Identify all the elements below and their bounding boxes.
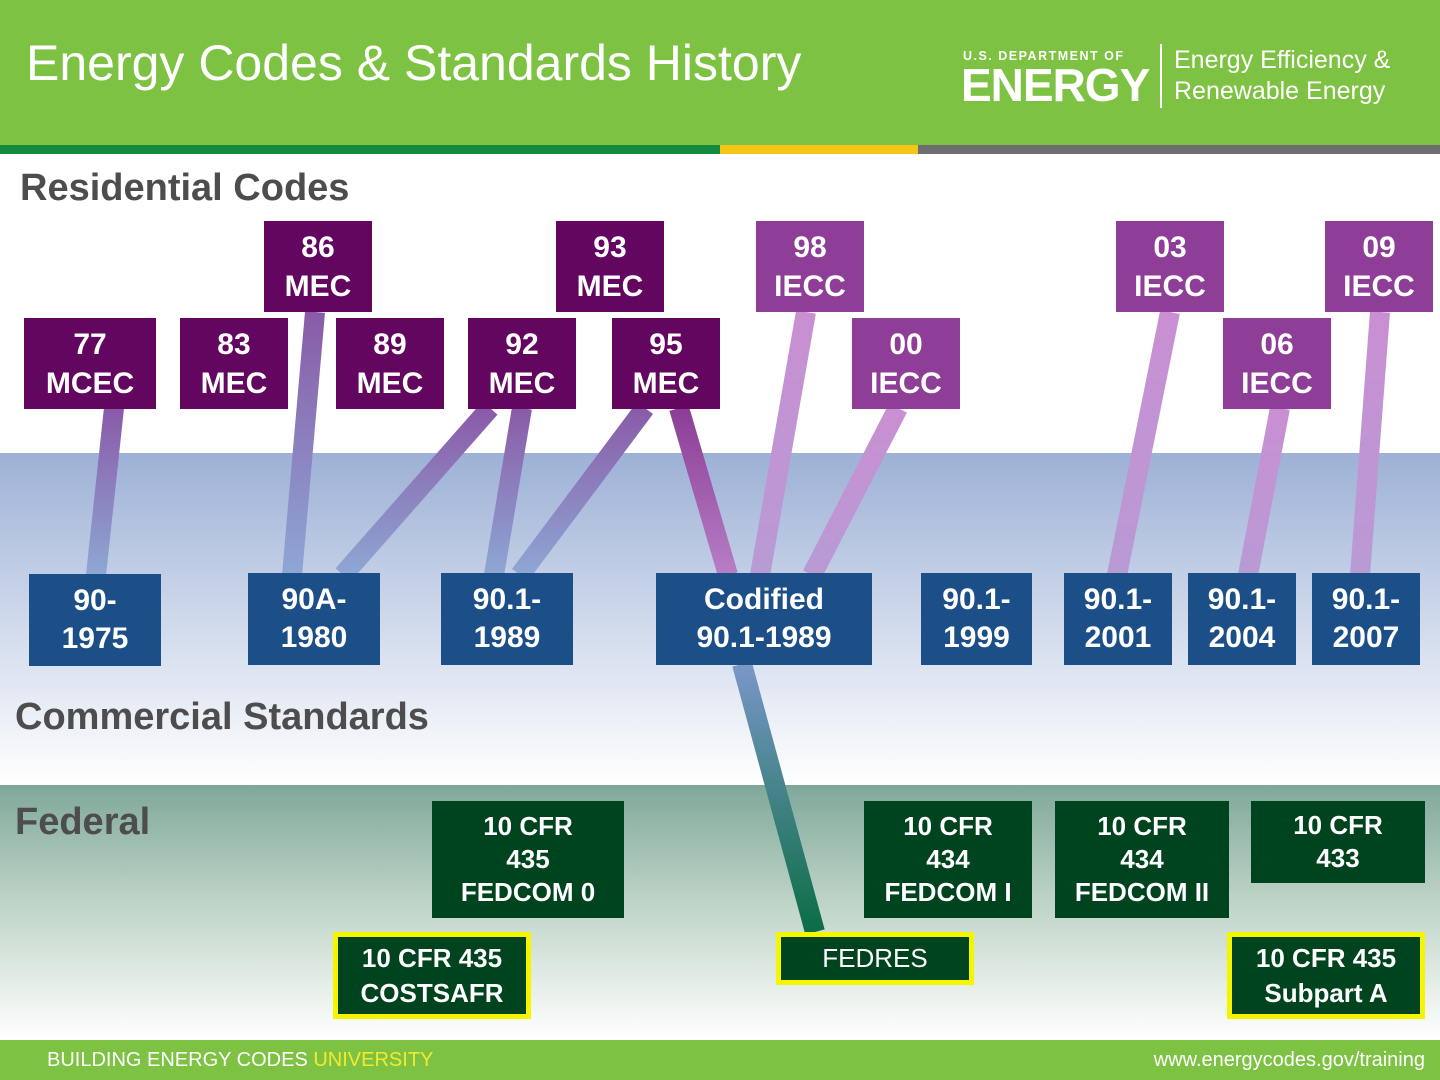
- page-title: Energy Codes & Standards History: [26, 35, 802, 91]
- connection-lines: [86, 310, 1390, 935]
- federal-rule-10cfr435-fedcom-0: 10 CFR 435 FEDCOM 0: [432, 801, 624, 918]
- commercial-standard-90-1-2001: 90.1- 2001: [1064, 573, 1172, 665]
- residential-code-09-iecc: 09 IECC: [1325, 221, 1433, 312]
- footer-brand-accent: UNIVERSITY: [313, 1049, 434, 1071]
- commercial-standard-90-1-2004: 90.1- 2004: [1188, 573, 1296, 665]
- federal-rule-10cfr433: 10 CFR 433: [1251, 801, 1425, 883]
- logo-office: Energy Efficiency & Renewable Energy: [1174, 45, 1390, 107]
- residential-code-95-mec: 95 MEC: [612, 318, 720, 409]
- residential-section-label: Residential Codes: [20, 167, 350, 209]
- residential-code-92-mec: 92 MEC: [468, 318, 576, 409]
- logo-divider: [1160, 44, 1162, 108]
- logo-office-line1: Energy Efficiency &: [1174, 46, 1391, 74]
- federal-rule-fedres: FEDRES: [776, 932, 974, 985]
- residential-code-00-iecc: 00 IECC: [852, 318, 960, 409]
- footer-bar: BUILDING ENERGY CODES UNIVERSITY www.ene…: [0, 1040, 1440, 1080]
- commercial-standard-90-1-2007: 90.1- 2007: [1312, 573, 1420, 665]
- header-bar: Energy Codes & Standards History U.S. DE…: [0, 0, 1440, 145]
- commercial-standard-90-1-1989: 90.1- 1989: [441, 573, 573, 665]
- residential-code-98-iecc: 98 IECC: [756, 221, 864, 312]
- link-95mec-to-90-1-1989: [511, 402, 654, 581]
- link-00iecc-to-codified: [803, 403, 907, 580]
- logo-office-line2: Renewable Energy: [1174, 77, 1386, 105]
- residential-code-77-mcec: 77 MCEC: [24, 318, 156, 409]
- footer-brand: BUILDING ENERGY CODES UNIVERSITY: [47, 1049, 433, 1072]
- link-98iecc-to-codified: [750, 310, 816, 577]
- link-86mec-to-90a-1980: [282, 311, 325, 576]
- commercial-standard-90-1-1999: 90.1- 1999: [921, 573, 1032, 665]
- residential-code-06-iecc: 06 IECC: [1223, 318, 1331, 409]
- commercial-standard-90-1975: 90- 1975: [29, 574, 161, 666]
- link-06iecc-to-90-1-2004: [1238, 406, 1290, 577]
- commercial-standard-90a-1980: 90A- 1980: [248, 573, 380, 665]
- residential-code-83-mec: 83 MEC: [180, 318, 288, 409]
- residential-code-86-mec: 86 MEC: [264, 221, 372, 312]
- logo-department-text: U.S. DEPARTMENT OF: [963, 49, 1125, 63]
- federal-section-label: Federal: [15, 801, 151, 843]
- link-77mcec-to-90-1975: [86, 406, 124, 577]
- link-09iecc-to-90-1-2007: [1350, 311, 1390, 576]
- footer-brand-main: BUILDING ENERGY CODES: [47, 1049, 314, 1071]
- federal-rule-10cfr434-fedcom-ii: 10 CFR 434 FEDCOM II: [1055, 801, 1229, 918]
- stripe-green: [0, 145, 720, 154]
- federal-rule-10cfr435-subpart-a: 10 CFR 435 Subpart A: [1227, 932, 1425, 1019]
- link-codified-to-fedres: [732, 661, 825, 935]
- link-92mec-to-90a-1980: [335, 401, 498, 582]
- residential-code-89-mec: 89 MEC: [336, 318, 444, 409]
- federal-rule-10cfr434-fedcom-i: 10 CFR 434 FEDCOM I: [864, 801, 1032, 918]
- residential-code-03-iecc: 03 IECC: [1116, 221, 1224, 312]
- residential-code-93-mec: 93 MEC: [556, 221, 664, 312]
- commercial-section-label: Commercial Standards: [15, 696, 429, 738]
- footer-url: www.energycodes.gov/training: [1153, 1049, 1425, 1071]
- commercial-standard-codified-90-1-1989: Codified 90.1-1989: [656, 573, 872, 665]
- link-03iecc-to-90-1-2001: [1107, 310, 1180, 577]
- federal-rule-10cfr435-costsafr: 10 CFR 435 COSTSAFR: [333, 932, 531, 1019]
- stripe-yellow: [720, 145, 918, 154]
- link-95mec-to-codified: [669, 405, 738, 578]
- stripe-gray: [918, 145, 1440, 154]
- link-92mec-to-90-1-1989: [484, 406, 532, 577]
- logo-energy-text: ENERGY: [961, 59, 1150, 111]
